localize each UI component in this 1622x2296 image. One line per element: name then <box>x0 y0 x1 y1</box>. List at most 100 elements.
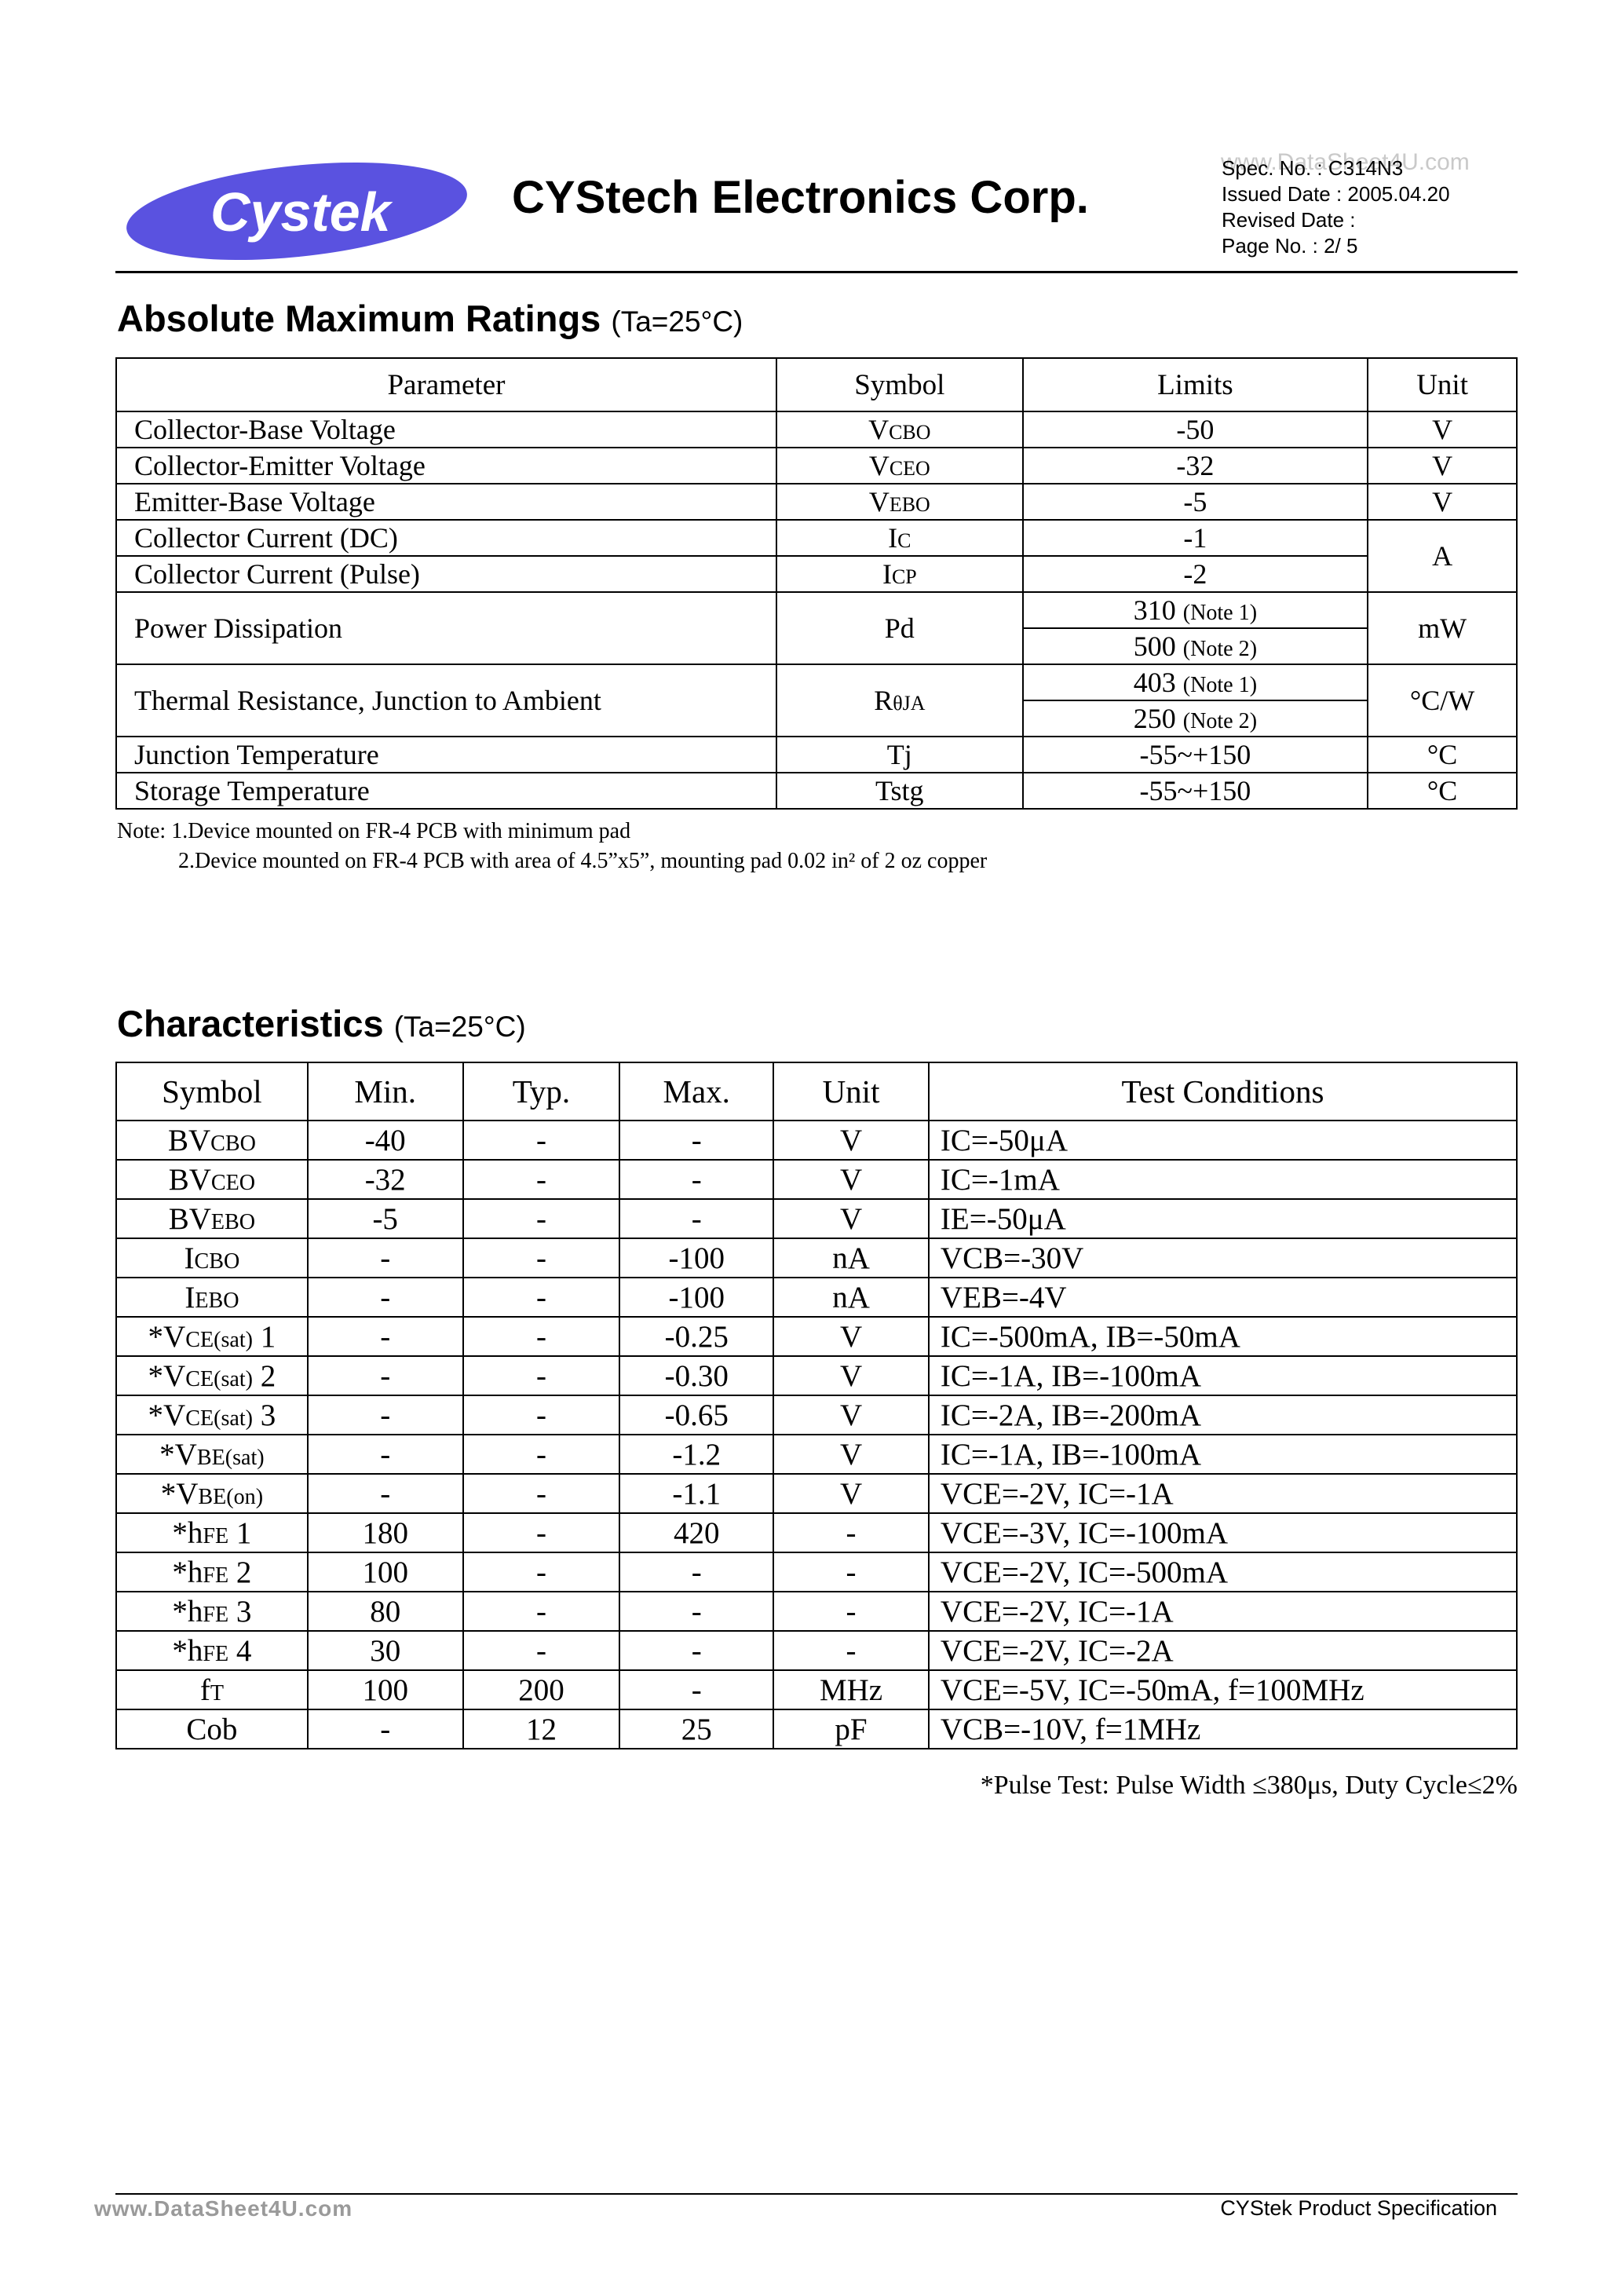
symbol-cell: fT <box>115 1669 309 1710</box>
test-condition-cell: IC=-50μA <box>927 1120 1518 1161</box>
param-cell: Collector-Emitter Voltage <box>115 447 777 484</box>
max-cell: - <box>619 1630 775 1671</box>
test-condition-cell: IC=-2A, IB=-200mA <box>927 1395 1518 1435</box>
min-cell: 180 <box>306 1512 464 1553</box>
max-cell: - <box>619 1669 775 1710</box>
document-meta: Spec. No. : C314N3 Issued Date : 2005.04… <box>1222 155 1450 259</box>
unit-cell: V <box>773 1434 930 1475</box>
table-row: Thermal Resistance, Junction to Ambient … <box>115 664 1518 737</box>
limit-cell: 310 (Note 1) <box>1021 591 1369 629</box>
test-condition-cell: VCE=-3V, IC=-100mA <box>927 1512 1518 1553</box>
min-cell: -32 <box>306 1159 464 1200</box>
typ-cell: - <box>462 1198 621 1239</box>
issued-date: Issued Date : 2005.04.20 <box>1222 182 1450 206</box>
max-cell: -0.30 <box>619 1355 775 1396</box>
max-cell: - <box>619 1591 775 1632</box>
symbol-cell: RθJA <box>775 664 1024 737</box>
typ-cell: - <box>462 1159 621 1200</box>
max-cell: -100 <box>619 1238 775 1278</box>
max-cell: - <box>619 1120 775 1161</box>
table-row: Power Dissipation Pd 310 (Note 1) mW <box>115 591 1518 665</box>
unit-cell: V <box>1367 483 1518 521</box>
note-2: 2.Device mounted on FR-4 PCB with area o… <box>178 849 988 873</box>
param-cell: Junction Temperature <box>115 736 777 773</box>
symbol-cell: *VBE(on) <box>115 1473 309 1514</box>
unit-cell: V <box>773 1395 930 1435</box>
symbol-cell: *hFE 2 <box>115 1552 309 1592</box>
symbol-cell: VCBO <box>775 411 1024 448</box>
symbol-cell: ICBO <box>115 1238 309 1278</box>
param-cell: Emitter-Base Voltage <box>115 483 777 521</box>
test-condition-cell: VCE=-2V, IC=-2A <box>927 1630 1518 1671</box>
header-divider <box>115 271 1518 273</box>
typ-cell: 200 <box>462 1669 621 1710</box>
test-condition-cell: IC=-1mA <box>927 1159 1518 1200</box>
unit-cell: mW <box>1367 591 1518 665</box>
typ-cell: - <box>462 1395 621 1435</box>
col-header-typ: Typ. <box>462 1062 621 1121</box>
max-cell: -100 <box>619 1277 775 1318</box>
min-cell: - <box>306 1395 464 1435</box>
max-cell: -0.25 <box>619 1316 775 1357</box>
revised-date: Revised Date : <box>1222 208 1356 232</box>
max-cell: - <box>619 1552 775 1592</box>
company-name: CYStech Electronics Corp. <box>512 172 1089 223</box>
max-cell: -1.2 <box>619 1434 775 1475</box>
min-cell: - <box>306 1434 464 1475</box>
max-cell: -1.1 <box>619 1473 775 1514</box>
test-condition-cell: IC=-500mA, IB=-50mA <box>927 1316 1518 1357</box>
typ-cell: 12 <box>462 1709 621 1749</box>
footer-watermark: www.DataSheet4U.com <box>94 2196 353 2221</box>
typ-cell: - <box>462 1355 621 1396</box>
test-condition-cell: IE=-50μA <box>927 1198 1518 1239</box>
symbol-cell: Cob <box>115 1709 309 1749</box>
limit-cell: -50 <box>1021 411 1369 448</box>
max-cell: -0.65 <box>619 1395 775 1435</box>
table-row: Collector-Base Voltage VCBO -50 V <box>115 411 1518 448</box>
unit-cell: °C/W <box>1367 664 1518 737</box>
symbol-cell: *VCE(sat) 1 <box>115 1316 309 1357</box>
absolute-max-ratings-table: Parameter Symbol Limits Unit Collector-B… <box>115 357 1518 810</box>
table-row: Collector Current (DC) IC -1 A <box>115 519 1518 593</box>
table-row: Storage Temperature Tstg -55~+150 °C <box>115 772 1518 810</box>
table-row: Emitter-Base Voltage VEBO -5 V <box>115 483 1518 521</box>
table-row: Collector-Emitter Voltage VCEO -32 V <box>115 447 1518 484</box>
col-header-max: Max. <box>619 1062 775 1121</box>
symbol-cell: BVEBO <box>115 1198 309 1239</box>
characteristics-title: Characteristics (Ta=25°C) <box>117 1003 526 1044</box>
min-cell: -5 <box>306 1198 464 1239</box>
typ-cell: - <box>462 1630 621 1671</box>
symbol-cell: VCEO <box>775 447 1024 484</box>
symbol-cell: *VCE(sat) 2 <box>115 1355 309 1396</box>
min-cell: - <box>306 1355 464 1396</box>
symbol-cell: *VBE(sat) <box>115 1434 309 1475</box>
min-cell: -40 <box>306 1120 464 1161</box>
typ-cell: - <box>462 1120 621 1161</box>
typ-cell: - <box>462 1277 621 1318</box>
symbol-cell: Tstg <box>775 772 1024 810</box>
typ-cell: - <box>462 1473 621 1514</box>
min-cell: - <box>306 1316 464 1357</box>
symbol-cell: BVCBO <box>115 1120 309 1161</box>
unit-cell: - <box>773 1552 930 1592</box>
limit-cell: -55~+150 <box>1021 736 1369 773</box>
table-row: 250 (Note 2) <box>116 700 1517 737</box>
min-cell: 30 <box>306 1630 464 1671</box>
table-row: Collector Current (Pulse) ICP -2 <box>115 555 1517 593</box>
symbol-cell: *hFE 4 <box>115 1630 309 1671</box>
characteristics-table: Symbol Min. Typ. Max. Unit Test Conditio… <box>115 1062 1518 1749</box>
test-condition-cell: VCE=-2V, IC=-500mA <box>927 1552 1518 1592</box>
param-cell: Collector-Base Voltage <box>115 411 777 448</box>
watermark-top: www.DataSheet4U.com <box>1221 149 1470 175</box>
min-cell: 80 <box>306 1591 464 1632</box>
note-1: Note: 1.Device mounted on FR-4 PCB with … <box>117 819 631 843</box>
